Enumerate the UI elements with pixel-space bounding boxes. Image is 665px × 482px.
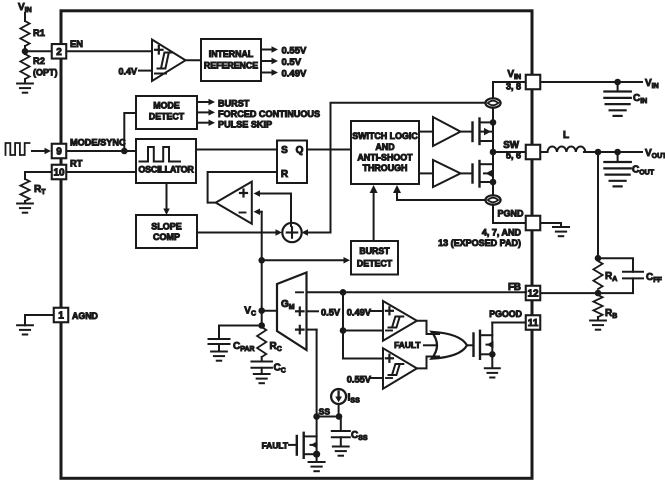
svg-text:OSCILLATOR: OSCILLATOR: [138, 164, 194, 174]
svg-text:INTERNAL: INTERNAL: [209, 49, 254, 59]
svg-text:RT: RT: [70, 159, 83, 169]
svg-text:FORCED CONTINUOUS: FORCED CONTINUOUS: [218, 109, 320, 119]
svg-text:1: 1: [58, 311, 64, 322]
svg-text:11: 11: [528, 318, 539, 329]
svg-text:FAULT: FAULT: [262, 440, 289, 450]
svg-text:CSS: CSS: [351, 430, 368, 442]
svg-text:RT: RT: [34, 184, 46, 196]
svg-text:9: 9: [56, 147, 62, 158]
svg-text:ISS: ISS: [348, 392, 361, 405]
svg-text:13 (EXPOSED PAD): 13 (EXPOSED PAD): [438, 238, 521, 248]
svg-text:S: S: [281, 145, 288, 156]
svg-text:12: 12: [527, 289, 539, 300]
svg-text:CPAR: CPAR: [233, 341, 255, 353]
svg-text:MODE: MODE: [153, 101, 180, 111]
svg-text:THROUGH: THROUGH: [363, 163, 408, 173]
svg-text:PULSE SKIP: PULSE SKIP: [218, 119, 272, 129]
svg-text:0.55V: 0.55V: [347, 375, 372, 385]
svg-text:VIN: VIN: [645, 78, 659, 90]
svg-text:RC: RC: [270, 341, 282, 353]
svg-text:4, 7, AND: 4, 7, AND: [482, 228, 522, 238]
svg-text:SW: SW: [503, 140, 520, 151]
svg-text:SWITCH LOGIC: SWITCH LOGIC: [352, 131, 418, 141]
svg-text:SLOPE: SLOPE: [151, 221, 182, 231]
svg-text:0.55V: 0.55V: [282, 46, 307, 57]
svg-text:FB: FB: [508, 282, 521, 293]
svg-text:MODE/SYNC: MODE/SYNC: [70, 138, 126, 148]
svg-text:R: R: [281, 169, 289, 180]
svg-text:DETECT: DETECT: [149, 112, 185, 122]
svg-text:2: 2: [56, 47, 62, 58]
svg-text:10: 10: [53, 168, 65, 179]
svg-text:RB: RB: [605, 308, 617, 320]
svg-text:0.49V: 0.49V: [282, 69, 307, 80]
svg-text:EN: EN: [70, 39, 83, 49]
svg-text:AND: AND: [375, 142, 395, 152]
svg-text:PGND: PGND: [497, 209, 524, 219]
svg-text:FAULT: FAULT: [394, 340, 421, 350]
svg-text:(OPT): (OPT): [33, 68, 58, 78]
svg-text:0.5V: 0.5V: [282, 57, 302, 68]
svg-text:BURST: BURST: [218, 99, 250, 109]
svg-text:RA: RA: [605, 271, 617, 283]
svg-text:DETECT: DETECT: [357, 259, 393, 269]
svg-text:R2: R2: [33, 56, 45, 66]
svg-text:PGOOD: PGOOD: [489, 309, 522, 319]
svg-text:VC: VC: [244, 306, 256, 318]
svg-text:Q: Q: [296, 145, 304, 156]
svg-text:GM: GM: [281, 299, 295, 311]
svg-text:COUT: COUT: [632, 165, 655, 177]
svg-text:0.4V: 0.4V: [118, 67, 137, 77]
svg-text:VOUT: VOUT: [645, 148, 665, 160]
svg-text:5, 6: 5, 6: [506, 151, 521, 161]
svg-text:R1: R1: [33, 28, 45, 38]
svg-text:3, 8: 3, 8: [506, 82, 521, 92]
svg-text:VIN: VIN: [507, 69, 521, 81]
svg-text:CIN: CIN: [633, 93, 647, 105]
svg-text:BURST: BURST: [359, 246, 390, 256]
svg-text:CFF: CFF: [646, 272, 663, 284]
svg-text:COMP: COMP: [153, 232, 180, 242]
svg-text:L: L: [563, 130, 569, 141]
svg-text:CC: CC: [274, 363, 286, 375]
svg-text:0.49V: 0.49V: [347, 308, 372, 318]
svg-text:ANTI-SHOOT: ANTI-SHOOT: [357, 152, 413, 162]
svg-text:0.5V: 0.5V: [321, 308, 341, 318]
svg-text:REFERENCE: REFERENCE: [204, 61, 258, 71]
svg-text:AGND: AGND: [72, 311, 98, 321]
svg-text:SS: SS: [319, 407, 331, 417]
